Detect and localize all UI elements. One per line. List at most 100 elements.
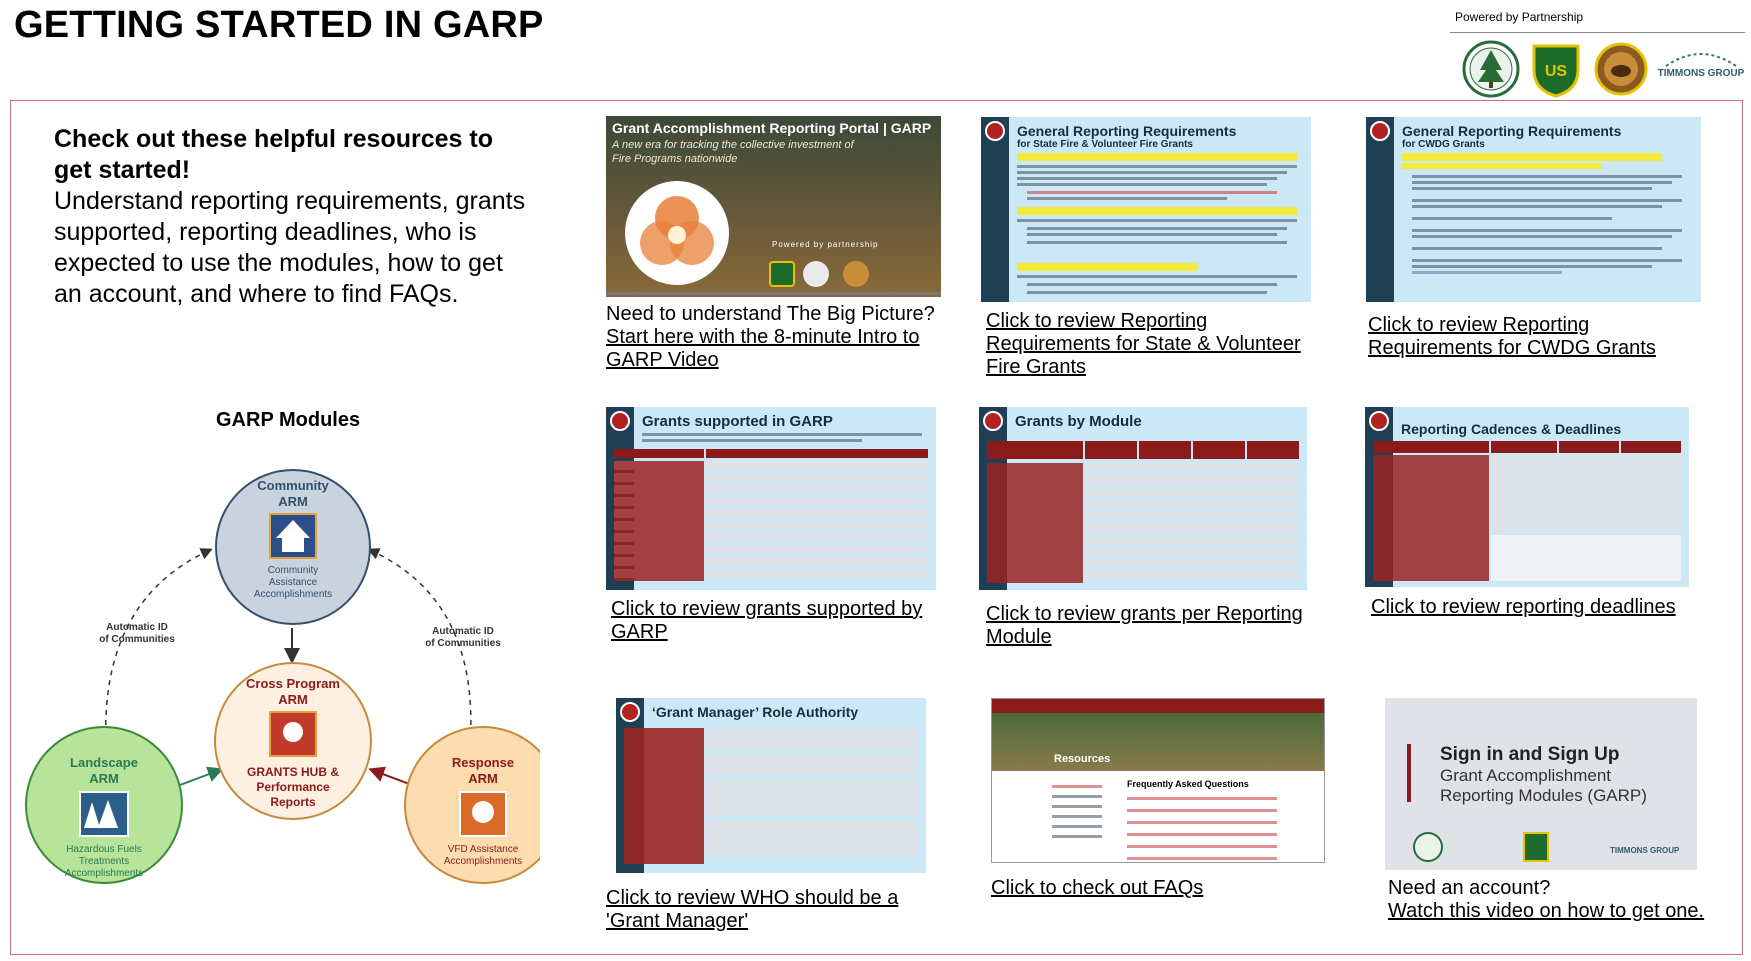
deadlines-link[interactable]: Click to review reporting deadlines — [1371, 596, 1676, 618]
deadlines-slide[interactable]: Reporting Cadences & Deadlines — [1365, 407, 1689, 587]
cwdg-slide-subtitle: for CWDG Grants — [1402, 139, 1485, 150]
deadlines-slide-title: Reporting Cadences & Deadlines — [1401, 421, 1622, 437]
state-requirements-link[interactable]: Click to review Reporting Requirements f… — [986, 310, 1301, 378]
bison-seal-icon — [1594, 42, 1648, 96]
page-title: GETTING STARTED IN GARP — [14, 4, 544, 46]
video-powered-text: Powered by partnership — [772, 240, 879, 249]
content-frame — [10, 100, 1743, 955]
faq-link[interactable]: Click to check out FAQs — [991, 877, 1204, 899]
svg-text:Response: Response — [452, 755, 514, 770]
faq-page-screenshot[interactable]: Resources Frequently Asked Questions — [991, 698, 1325, 863]
account-caption: Need an account? Watch this video on how… — [1388, 877, 1718, 923]
video-progress-bar[interactable] — [606, 292, 941, 295]
cwdg-requirements-slide[interactable]: General Reporting Requirements for CWDG … — [1366, 117, 1701, 302]
video-shield-icon — [769, 261, 795, 287]
account-slide-title: Sign in and Sign Up — [1440, 744, 1620, 765]
grant-manager-caption: Click to review WHO should be a 'Grant M… — [606, 887, 951, 933]
deadlines-caption: Click to review reporting deadlines — [1371, 596, 1691, 619]
seal-icon — [1369, 411, 1389, 431]
video-bison-icon — [843, 261, 869, 287]
svg-text:GRANTS HUB &: GRANTS HUB & — [247, 765, 339, 779]
auto-id-left-arrow — [104, 548, 213, 746]
svg-text:Cross Program: Cross Program — [246, 676, 340, 691]
cwdg-requirements-link[interactable]: Click to review Reporting Requirements f… — [1368, 314, 1656, 359]
intro-video-thumbnail[interactable]: Grant Accomplishment Reporting Portal | … — [606, 116, 941, 297]
svg-text:VFD Assistance: VFD Assistance — [448, 844, 519, 855]
grants-by-module-link[interactable]: Click to review grants per Reporting Mod… — [986, 603, 1303, 648]
grants-supported-slide-title: Grants supported in GARP — [642, 413, 833, 430]
intro-video-caption: Need to understand The Big Picture? Star… — [606, 303, 946, 372]
seal-icon — [985, 121, 1005, 141]
grants-by-module-slide-title: Grants by Module — [1015, 413, 1142, 430]
svg-text:Accomplishments: Accomplishments — [444, 856, 522, 867]
svg-text:Community: Community — [268, 565, 319, 576]
faq-caption: Click to check out FAQs — [991, 877, 1326, 900]
response-arm-node: Response ARM VFD Assistance Accomplishme… — [404, 726, 540, 884]
grant-manager-slide-title: ‘Grant Manager’ Role Authority — [652, 704, 859, 720]
account-shield-icon — [1523, 832, 1549, 862]
modules-title: GARP Modules — [216, 409, 361, 431]
seal-icon — [983, 411, 1003, 431]
svg-text:ARM: ARM — [468, 771, 498, 786]
auto-id-right-arrow — [367, 548, 472, 746]
landscape-arm-node: Landscape ARM Hazardous Fuels Treatments… — [25, 726, 183, 884]
account-link[interactable]: Watch this video on how to get one. — [1388, 900, 1705, 922]
response-to-cross-arrow — [368, 766, 413, 786]
seal-icon — [1370, 121, 1390, 141]
svg-text:Treatments: Treatments — [79, 856, 129, 867]
intro-body: Understand reporting requirements, grant… — [54, 187, 526, 308]
cwdg-requirements-caption: Click to review Reporting Requirements f… — [1368, 314, 1703, 360]
video-seal-icon — [803, 261, 829, 287]
faq-heading: Frequently Asked Questions — [1127, 779, 1249, 789]
account-timmons-text: TIMMONS GROUP — [1610, 846, 1680, 855]
svg-text:Assistance: Assistance — [269, 577, 318, 588]
grant-manager-slide[interactable]: ‘Grant Manager’ Role Authority — [616, 698, 926, 873]
account-slide-sub1: Grant Accomplishment — [1440, 766, 1612, 785]
grant-manager-link[interactable]: Click to review WHO should be a 'Grant M… — [606, 887, 899, 932]
svg-text:Community: Community — [257, 478, 329, 493]
svg-text:Hazardous Fuels: Hazardous Fuels — [66, 844, 142, 855]
state-slide-title: General Reporting Requirements — [1017, 123, 1237, 139]
grants-supported-caption: Click to review grants supported by GARP — [611, 598, 931, 644]
grants-supported-link[interactable]: Click to review grants supported by GARP — [611, 598, 923, 643]
auto-id-left-label-2: of Communities — [99, 634, 175, 645]
grants-by-module-caption: Click to review grants per Reporting Mod… — [986, 603, 1306, 649]
intro-video-link[interactable]: Start here with the 8-minute Intro to GA… — [606, 326, 920, 371]
grants-supported-slide[interactable]: Grants supported in GARP — [606, 407, 936, 590]
community-arm-node: Community ARM Community Assistance Accom… — [215, 469, 371, 625]
intro-text: Check out these helpful resources to get… — [54, 124, 534, 310]
auto-id-left-label-1: Automatic ID — [106, 622, 168, 633]
leaf-seal-icon — [1462, 40, 1520, 98]
faq-banner-title: Resources — [1054, 753, 1111, 765]
svg-text:Accomplishments: Accomplishments — [65, 868, 143, 879]
state-slide-subtitle: for State Fire & Volunteer Fire Grants — [1017, 139, 1193, 150]
auto-id-right-label-1: Automatic ID — [432, 626, 494, 637]
intro-heading: Check out these helpful resources to get… — [54, 125, 493, 184]
video-subtitle: A new era for tracking the collective in… — [612, 139, 854, 165]
svg-text:Accomplishments: Accomplishments — [254, 589, 332, 600]
seal-icon — [610, 411, 630, 431]
account-video-thumbnail[interactable]: Sign in and Sign Up Grant Accomplishment… — [1385, 698, 1697, 870]
svg-text:Performance: Performance — [256, 780, 330, 794]
svg-text:TIMMONS GROUP: TIMMONS GROUP — [1658, 68, 1745, 79]
powered-by-label: Powered by Partnership — [1455, 10, 1584, 24]
cross-program-arm-node: Cross Program ARM GRANTS HUB & Performan… — [214, 662, 372, 820]
svg-text:Landscape: Landscape — [70, 755, 138, 770]
svg-text:Reports: Reports — [270, 795, 316, 809]
venn-diagram-icon — [625, 181, 729, 285]
seal-icon — [620, 702, 640, 722]
grants-by-module-slide[interactable]: Grants by Module — [979, 407, 1307, 590]
state-requirements-slide[interactable]: General Reporting Requirements for State… — [981, 117, 1311, 302]
svg-text:US: US — [1545, 63, 1568, 80]
cwdg-slide-title: General Reporting Requirements — [1402, 123, 1622, 139]
header-divider — [1450, 32, 1745, 33]
forest-service-shield-icon: US — [1532, 44, 1580, 98]
account-seal-icon — [1413, 832, 1443, 862]
intro-video-lead: Need to understand The Big Picture? — [606, 303, 935, 325]
svg-text:ARM: ARM — [278, 692, 308, 707]
landscape-to-cross-arrow — [179, 766, 224, 786]
svg-text:ARM: ARM — [89, 771, 119, 786]
auto-id-right-label-2: of Communities — [425, 638, 501, 649]
video-title: Grant Accomplishment Reporting Portal | … — [612, 120, 932, 136]
account-slide-sub2: Reporting Modules (GARP) — [1440, 786, 1647, 805]
